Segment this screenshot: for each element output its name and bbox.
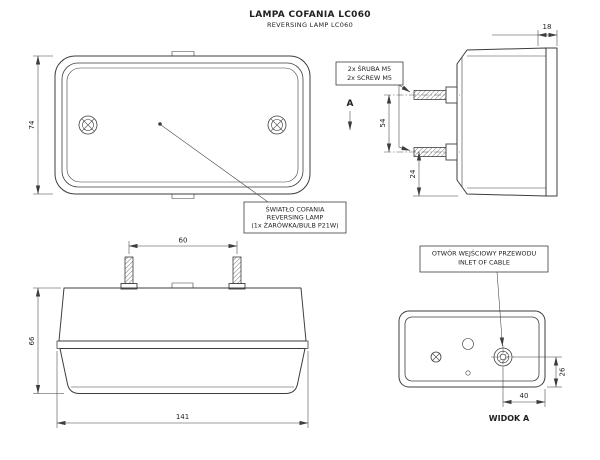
dim-141: 141 <box>176 413 189 421</box>
stud-note-line1: 2x ŚRUBA M5 <box>348 64 391 73</box>
front-view <box>54 51 311 199</box>
drawing-subtitle: REVERSING LAMP LC060 <box>267 21 353 29</box>
front-inner-outline <box>66 67 299 183</box>
lamp-note-line1: ŚWIATŁO COFANIA <box>266 205 325 214</box>
dim-24: 24 <box>409 169 417 178</box>
bottom-rim <box>56 340 309 349</box>
lamp-note-line2: REVERSING LAMP <box>267 214 324 222</box>
stud-note-box <box>335 61 404 86</box>
front-height-dimension: 74 <box>28 55 53 195</box>
view-a-letter: A <box>347 99 354 109</box>
cable-note-callout: OTWÓR WEJŚCIOWY PRZEWODU INLET OF CABLE <box>419 245 549 347</box>
front-mid-outline <box>61 62 304 188</box>
bottom-stud-right <box>228 256 246 290</box>
dim-74: 74 <box>28 120 36 129</box>
lamp-note-callout: ŚWIATŁO COFANIA REVERSING LAMP (1x ŻARÓW… <box>160 124 347 234</box>
back-view <box>398 310 546 388</box>
view-a-direction-marker: A <box>347 99 354 131</box>
back-screw-hole <box>430 351 442 363</box>
front-outer-outline <box>54 55 311 195</box>
lamp-note-line3: (1x ŻARÓWKA/BULB P21W) <box>251 221 338 230</box>
bottom-stud-left <box>120 256 138 290</box>
dim-26: 26 <box>559 367 567 376</box>
front-screw-left <box>78 115 98 135</box>
back-drain-hole <box>465 370 471 376</box>
front-bottom-tab <box>171 194 195 199</box>
side-view <box>384 47 558 197</box>
bulb-position-marker <box>158 122 162 126</box>
stud-note-line2: 2x SCREW M5 <box>347 74 392 82</box>
drawing-title: LAMPA COFANIA LC060 <box>249 10 371 20</box>
back-inner-outline <box>404 316 540 382</box>
dim-60: 60 <box>179 237 188 245</box>
bottom-view-dimensions: 60 66 141 <box>28 237 309 428</box>
mounting-stud-top <box>413 86 458 104</box>
front-top-tab <box>171 51 195 56</box>
side-body-outline <box>456 47 547 197</box>
bottom-housing-outline <box>58 287 307 342</box>
dim-40: 40 <box>520 392 529 400</box>
back-view-dimensions: 40 26 <box>502 356 567 407</box>
cable-note-line2: INLET OF CABLE <box>458 259 510 267</box>
dim-18: 18 <box>543 23 552 31</box>
bottom-top-tab <box>171 282 194 289</box>
cable-inlet <box>491 345 515 369</box>
back-outer-outline <box>398 310 546 388</box>
side-view-dimensions: 18 54 24 <box>379 23 558 197</box>
front-screw-right <box>267 115 287 135</box>
lamp-note-box <box>243 201 347 234</box>
dim-54: 54 <box>379 118 387 127</box>
view-a-label: WIDOK A <box>489 414 530 423</box>
side-back-plate <box>545 47 558 197</box>
cable-note-box <box>419 245 549 273</box>
bottom-view <box>56 256 309 394</box>
back-boss-circle <box>462 338 474 350</box>
mounting-stud-bottom <box>413 143 458 161</box>
cable-note-line1: OTWÓR WEJŚCIOWY PRZEWODU <box>432 249 537 258</box>
dim-66: 66 <box>28 336 36 345</box>
stud-note-callout: 2x ŚRUBA M5 2x SCREW M5 <box>335 61 411 151</box>
bottom-lens-outline <box>59 348 306 394</box>
